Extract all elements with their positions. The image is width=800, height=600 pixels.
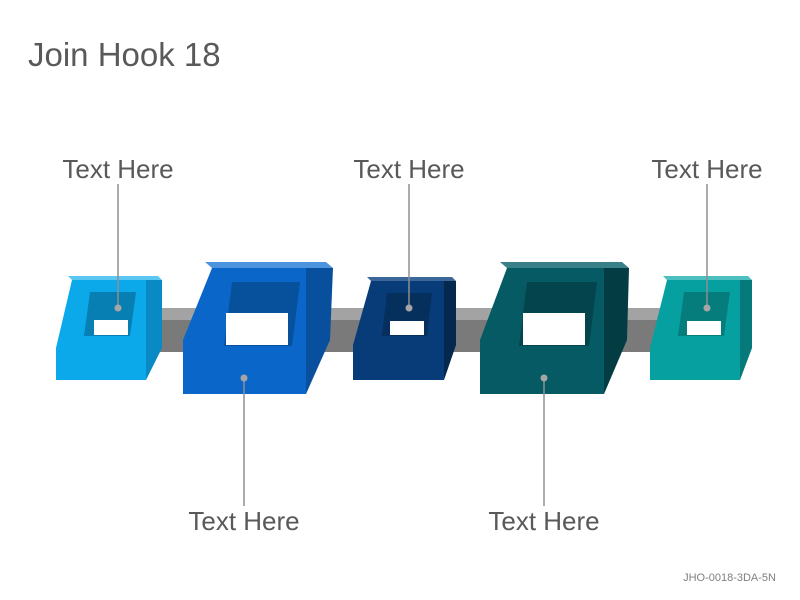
leader-line-top-3 bbox=[703, 184, 711, 312]
chain-link-1 bbox=[56, 276, 162, 380]
label-top-2: Text Here bbox=[353, 154, 465, 184]
chain-link-5 bbox=[650, 276, 752, 380]
leader-line-bottom-1 bbox=[240, 374, 248, 506]
chain-link-4 bbox=[480, 262, 629, 394]
label-bottom-2: Text Here bbox=[488, 506, 600, 536]
chain-link-2 bbox=[183, 262, 333, 394]
leader-line-top-1 bbox=[114, 184, 122, 312]
chain-link-3 bbox=[353, 277, 456, 380]
leader-line-top-2 bbox=[405, 184, 413, 312]
slide-title: Join Hook 18 bbox=[28, 36, 221, 73]
label-top-1: Text Here bbox=[62, 154, 174, 184]
leader-line-bottom-2 bbox=[540, 374, 548, 506]
slide-code: JHO-0018-3DA-5N bbox=[683, 572, 776, 584]
label-bottom-1: Text Here bbox=[188, 506, 300, 536]
label-top-3: Text Here bbox=[651, 154, 763, 184]
